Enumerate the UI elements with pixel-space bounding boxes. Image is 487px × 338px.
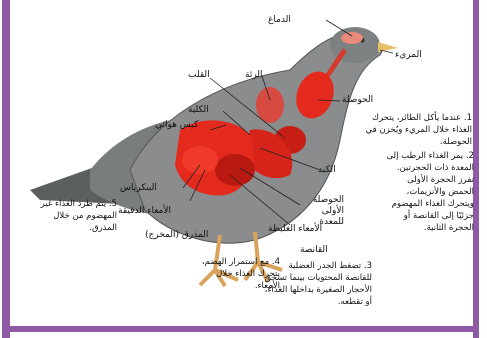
lung-organ [256, 87, 284, 123]
label-small-intestine: الأمعاء الدقيقة [118, 206, 171, 217]
label-lung: الرئة [245, 70, 263, 81]
step-1-text: 1. عندما يأكل الطائر، يتحرك الغذاء خلال … [360, 112, 472, 148]
step-5-text: 5. يتم طرد الغذاء غير المهضوم من خلال ال… [35, 198, 117, 234]
label-pancreas: البنكرياس [120, 183, 157, 194]
label-large-intestine: الأمعاء الغليظة [268, 224, 322, 235]
label-kidney: الكلية [188, 105, 209, 116]
label-liver: الكبد [318, 165, 336, 176]
label-brain: الدماغ [268, 15, 291, 26]
label-heart: القلب [188, 70, 210, 81]
label-cloaca-tube: المذرق (المخرج) [145, 230, 208, 241]
label-air-sac: كيس هوائي [155, 120, 198, 131]
step-4-text: 4. مع استمرار الهضم، يتحرك الغذاء خلال ا… [190, 256, 280, 292]
label-crop: الحوصلة [342, 95, 373, 106]
label-esophagus: المريء [395, 50, 422, 61]
brain-organ [341, 32, 363, 44]
intestine-organ [182, 146, 218, 174]
gizzard-organ [215, 154, 255, 186]
step-2-text: 2. يمر الغذاء الرطب إلى المعدة ذات الحجر… [382, 150, 474, 234]
label-gizzard-second: القانصة [300, 245, 328, 256]
